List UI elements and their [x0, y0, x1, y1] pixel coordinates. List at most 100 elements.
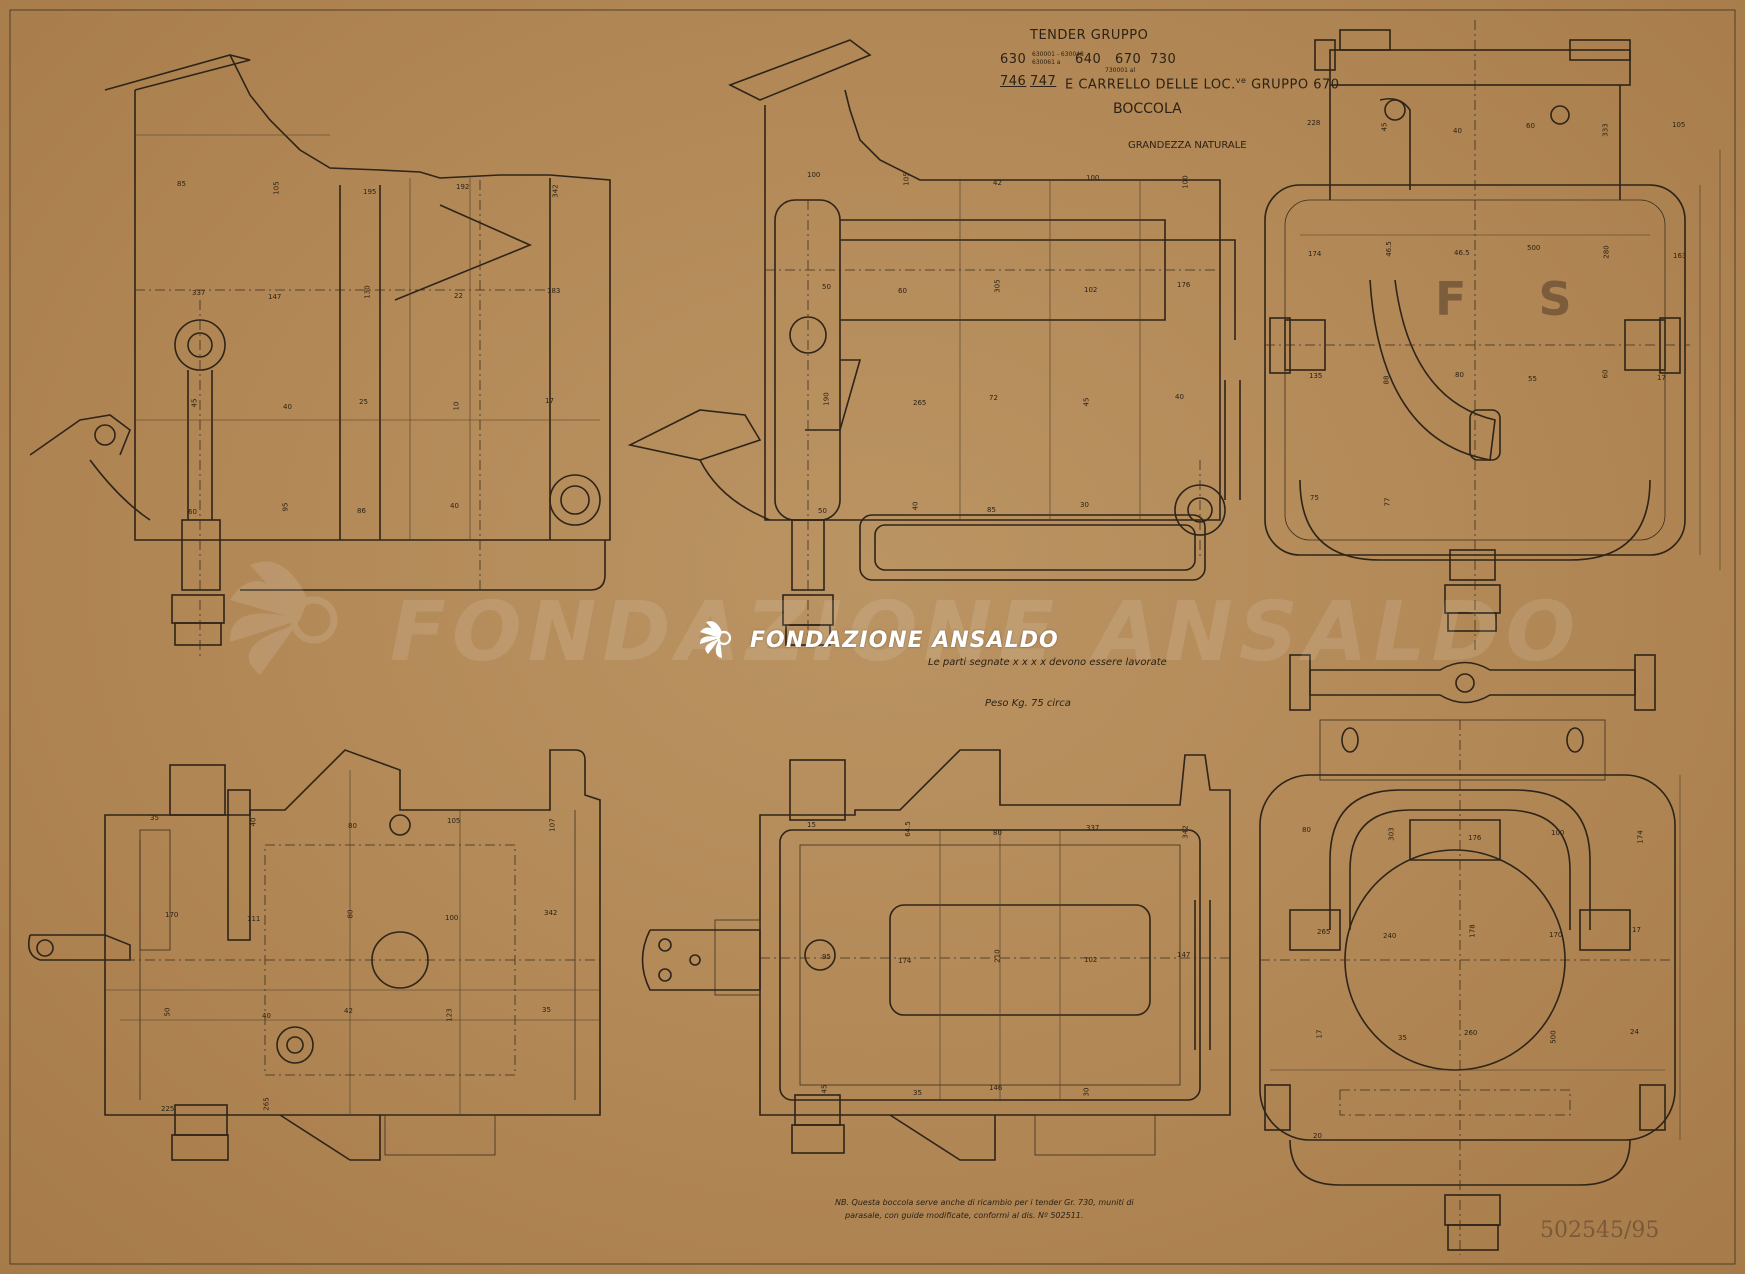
- dimension-label: 22: [454, 292, 463, 301]
- dimension-label: 55: [1528, 374, 1537, 383]
- dimension-label: 178: [1468, 924, 1477, 938]
- dimension-label: 72: [989, 394, 998, 402]
- dimension-label: 303: [1387, 827, 1396, 841]
- dimension-label: 100: [1181, 175, 1190, 189]
- dimension-label: 45: [1082, 397, 1091, 407]
- view-bottom-left: [27, 749, 601, 1161]
- dimension-label: 77: [1383, 497, 1392, 506]
- dimension-label: 40: [450, 502, 459, 511]
- dimension-label: 15: [807, 821, 816, 829]
- view-top-right: [1264, 20, 1721, 711]
- dimension-label: 50: [822, 283, 831, 291]
- dimension-label: 45: [190, 398, 199, 408]
- dimension-label: 17: [1632, 926, 1641, 934]
- group-630: 630: [1000, 52, 1027, 67]
- dimension-label: 174: [1636, 830, 1645, 844]
- dimension-label: 105: [272, 181, 281, 195]
- note-nb-line1: NB. Questa boccola serve anche di ricamb…: [835, 1198, 1134, 1207]
- dimension-label: 17: [1315, 1029, 1324, 1039]
- dimension-label: 105: [1672, 120, 1686, 129]
- note-nb-line2: parasale, con guide modificate, conformi…: [845, 1211, 1084, 1220]
- dimension-label: 40: [911, 501, 920, 511]
- dimension-label: 42: [344, 1006, 353, 1015]
- watermark-sunburst-icon: [229, 561, 338, 675]
- dimension-label: 342: [1181, 825, 1190, 839]
- dimension-label: 105: [902, 172, 911, 186]
- dimension-label: 64.5: [903, 821, 912, 837]
- dimension-label: 85: [177, 179, 186, 188]
- dimension-label: 105: [447, 816, 461, 825]
- dimension-label: 60: [898, 287, 907, 295]
- dimension-label: 102: [1084, 956, 1098, 964]
- dimension-label: 265: [262, 1096, 271, 1111]
- ansaldo-sunburst-icon: [700, 621, 732, 658]
- dimension-label: 228: [1307, 118, 1321, 127]
- watermark-text: FONDAZIONE ANSALDO: [390, 585, 1582, 680]
- dimension-label: 50: [163, 1007, 172, 1016]
- dimension-label: 35: [150, 813, 159, 822]
- note-lavorate: Le parti segnate x x x x devono essere l…: [928, 657, 1167, 668]
- dimension-label: 111: [247, 914, 261, 923]
- group-630-note2: 630061 a: [1032, 59, 1061, 66]
- view-bottom-middle: [641, 749, 1231, 1161]
- dimension-label: 40: [262, 1011, 271, 1020]
- dimension-label: 20: [1313, 1132, 1322, 1140]
- dimension-label: 176: [1468, 834, 1482, 842]
- dimension-label: 500: [1549, 1030, 1558, 1044]
- group-747: 747: [1030, 74, 1057, 89]
- dimension-label: 240: [1383, 932, 1397, 940]
- drawing-number: 502545: [1540, 1218, 1624, 1243]
- dimension-label: 190: [822, 392, 831, 406]
- note-peso: Peso Kg. 75 circa: [985, 698, 1071, 709]
- dimension-label: 30: [1082, 1087, 1091, 1097]
- dimension-label: 100: [1086, 174, 1100, 182]
- logo-text: FONDAZIONE ANSALDO: [750, 628, 1059, 653]
- view-top-middle: [627, 39, 1241, 646]
- dimension-label: 40: [249, 817, 258, 826]
- dimension-label: 130: [363, 285, 372, 299]
- stamped-letters: F S: [1435, 272, 1600, 326]
- group-730-note: 730001 al: [1105, 67, 1136, 74]
- dimension-label: 107: [548, 817, 557, 832]
- group-670: 670: [1115, 52, 1142, 67]
- view-bottom-right: [1259, 719, 1681, 1255]
- dimension-label: 46.5: [1454, 248, 1470, 257]
- dimension-label: 75: [1310, 493, 1319, 502]
- dimension-label: 337: [1086, 824, 1100, 832]
- dimension-label: 135: [1309, 371, 1323, 380]
- dimension-label: 80: [993, 829, 1002, 837]
- dimension-label: 123: [445, 1007, 454, 1022]
- dimension-label: 80: [346, 909, 355, 918]
- dimension-label: 225: [161, 1104, 175, 1113]
- dimension-label: 176: [1177, 281, 1191, 289]
- dimension-label: 60: [1601, 369, 1610, 378]
- carrello-label: E CARRELLO DELLE LOC.: [1065, 77, 1236, 93]
- dimension-label: 45: [820, 1084, 829, 1094]
- dimension-label: 46.5: [1384, 240, 1393, 257]
- dimension-label: 60: [1526, 121, 1535, 130]
- dimension-label: 17: [1657, 373, 1666, 382]
- dimension-label: 40: [283, 402, 292, 411]
- dimension-label: 80: [1302, 826, 1311, 834]
- dimension-label: 95: [822, 953, 831, 961]
- dimension-label: 500: [1527, 243, 1541, 252]
- scale-label: GRANDEZZA NATURALE: [1128, 140, 1247, 151]
- dimension-label: 95: [281, 502, 290, 512]
- carrello-text: E CARRELLO DELLE LOC.ve GRUPPO 670: [1065, 76, 1340, 92]
- dimension-label: 146: [989, 1084, 1003, 1092]
- dimension-label: 30: [1080, 501, 1089, 509]
- dimension-label: 174: [1308, 249, 1322, 258]
- group-730: 730: [1150, 52, 1177, 67]
- dimension-label: 40: [1453, 126, 1462, 135]
- dimension-label: 85: [987, 506, 996, 514]
- dimension-label: 147: [1177, 951, 1191, 959]
- dimension-label: 265: [1317, 928, 1331, 936]
- dimension-label: 42: [993, 179, 1002, 187]
- group-640: 640: [1075, 52, 1102, 67]
- sheet-border: [9, 9, 1736, 1265]
- drawing-number-main: 502545/95: [1540, 1218, 1660, 1243]
- drawing-sheet: 95: [1631, 1218, 1660, 1243]
- dimension-label: 170: [165, 910, 179, 919]
- view-top-left: [29, 54, 611, 660]
- dimension-label: 24: [1630, 1028, 1639, 1036]
